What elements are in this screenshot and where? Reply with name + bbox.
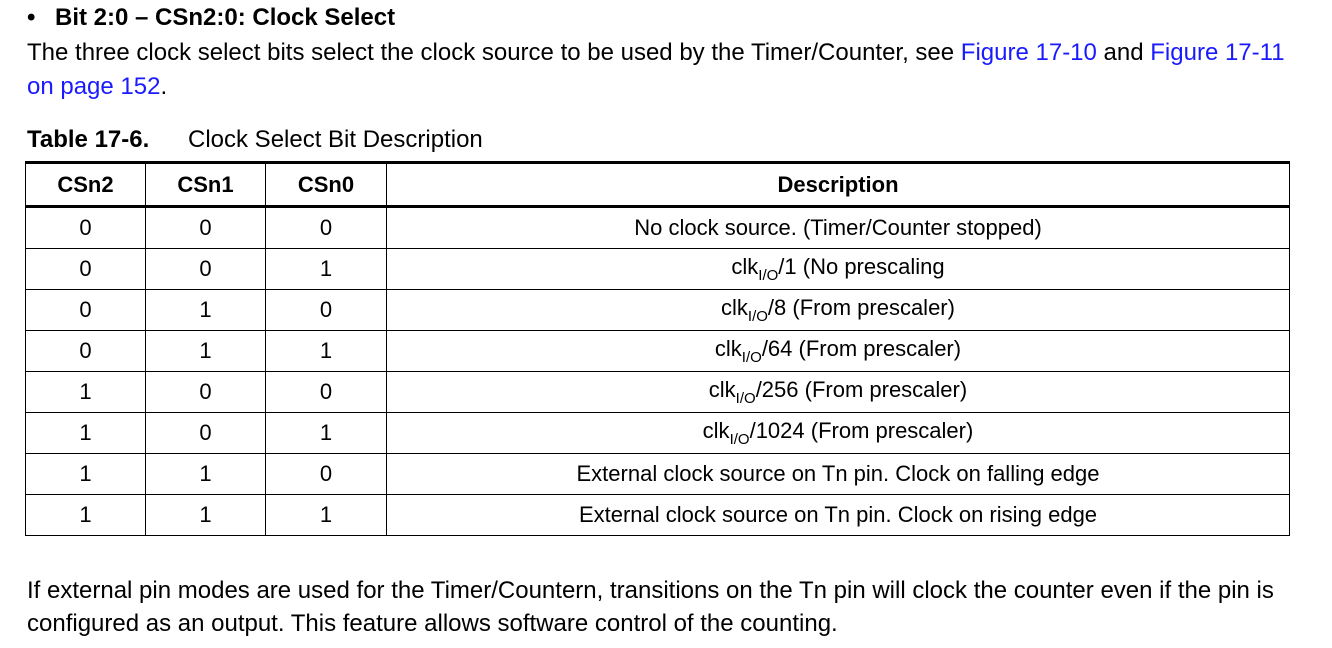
cell-csn2: 1 (25, 453, 146, 495)
table-row: 0 0 1 clkI/O/1 (No prescaling (25, 248, 1290, 290)
cell-csn1: 0 (145, 412, 266, 454)
cell-description: clkI/O/256 (From prescaler) (386, 371, 1290, 413)
and-text: and (1096, 39, 1151, 66)
clock-select-table: CSn2 CSn1 CSn0 Description 0 0 0 No cloc… (25, 161, 1290, 536)
cell-csn2: 1 (25, 494, 146, 536)
table-title: Clock Select Bit Description (188, 126, 483, 153)
desc-rest: /64 (From prescaler) (761, 336, 962, 361)
cell-csn1: 0 (145, 371, 266, 413)
cell-csn1: 1 (145, 453, 266, 495)
cell-description: clkI/O/8 (From prescaler) (386, 289, 1290, 331)
desc-subscript: I/O (747, 308, 768, 325)
cell-csn0: 0 (265, 289, 387, 331)
desc-rest: /8 (From prescaler) (767, 295, 955, 320)
figure-17-10-link[interactable]: Figure 17-10 (960, 39, 1097, 66)
cell-csn0: 1 (265, 494, 387, 536)
cell-csn1: 1 (145, 494, 266, 536)
cell-csn2: 0 (25, 248, 146, 290)
cell-csn0: 0 (265, 453, 387, 495)
intro-end-text: . (160, 73, 168, 100)
table-number: Table 17-6. (27, 126, 150, 153)
cell-csn2: 1 (25, 371, 146, 413)
cell-csn0: 1 (265, 330, 387, 372)
desc-rest: /1 (No prescaling (778, 254, 945, 279)
header-csn1: CSn1 (145, 162, 266, 207)
cell-csn0: 1 (265, 412, 387, 454)
desc-subscript: I/O (741, 349, 762, 366)
footer-paragraph: If external pin modes are used for the T… (27, 577, 1274, 637)
cell-csn1: 0 (145, 248, 266, 290)
heading-text: Bit 2:0 – CSn2:0: Clock Select (55, 4, 396, 31)
cell-csn0: 0 (265, 371, 387, 413)
cell-csn2: 1 (25, 412, 146, 454)
table-row: 1 1 1 External clock source on Tn pin. C… (25, 494, 1290, 536)
table-row: 0 1 0 clkI/O/8 (From prescaler) (25, 289, 1290, 331)
cell-description: External clock source on Tn pin. Clock o… (386, 453, 1290, 495)
desc-rest: /1024 (From prescaler) (749, 418, 974, 443)
intro-paragraph: The three clock select bits select the c… (27, 36, 1307, 104)
cell-csn1: 1 (145, 289, 266, 331)
intro-text: The three clock select bits select the c… (27, 39, 961, 66)
cell-description: No clock source. (Timer/Counter stopped) (386, 206, 1290, 249)
header-description: Description (386, 162, 1290, 207)
cell-csn0: 1 (265, 248, 387, 290)
desc-subscript: I/O (729, 431, 750, 448)
figure-17-11-link[interactable]: Figure 17-11 on page 152 (27, 39, 1285, 100)
cell-description: External clock source on Tn pin. Clock o… (386, 494, 1290, 536)
cell-description: clkI/O/1024 (From prescaler) (386, 412, 1290, 454)
desc-clk: clk (731, 254, 759, 279)
cell-description: clkI/O/1 (No prescaling (386, 248, 1290, 290)
header-csn0: CSn0 (265, 162, 387, 207)
table-row: 1 0 1 clkI/O/1024 (From prescaler) (25, 412, 1290, 454)
cell-csn1: 0 (145, 206, 266, 249)
header-csn2: CSn2 (25, 162, 146, 207)
table-row: 1 0 0 clkI/O/256 (From prescaler) (25, 371, 1290, 413)
desc-clk: clk (708, 377, 736, 402)
cell-description: clkI/O/64 (From prescaler) (386, 330, 1290, 372)
desc-clk: clk (714, 336, 742, 361)
table-row: 0 0 0 No clock source. (Timer/Counter st… (25, 206, 1290, 249)
bullet-icon: • (27, 4, 36, 31)
desc-subscript: I/O (735, 390, 756, 407)
desc-rest: /256 (From prescaler) (755, 377, 968, 402)
desc-clk: clk (702, 418, 730, 443)
cell-csn2: 0 (25, 206, 146, 249)
cell-csn1: 1 (145, 330, 266, 372)
desc-subscript: I/O (758, 267, 779, 284)
section-heading: • Bit 2:0 – CSn2:0: Clock Select (27, 4, 395, 32)
cell-csn0: 0 (265, 206, 387, 249)
table-row: 0 1 1 clkI/O/64 (From prescaler) (25, 330, 1290, 372)
cell-csn2: 0 (25, 289, 146, 331)
table-row: 1 1 0 External clock source on Tn pin. C… (25, 453, 1290, 495)
cell-csn2: 0 (25, 330, 146, 372)
table-header-row: CSn2 CSn1 CSn0 Description (25, 162, 1290, 207)
table-caption: Table 17-6. Clock Select Bit Description (27, 124, 483, 156)
desc-clk: clk (721, 295, 748, 320)
